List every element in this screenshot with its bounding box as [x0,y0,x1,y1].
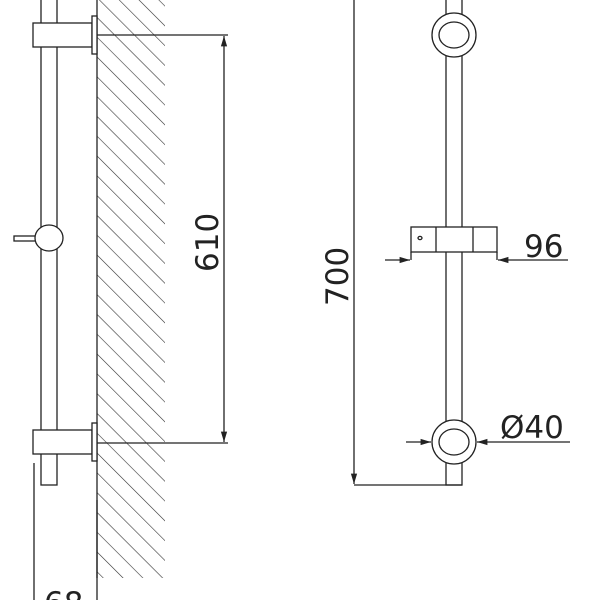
bottom-bracket-ring [431,419,477,465]
dimension-610-label: 610 [190,213,226,272]
bottom-bracket [32,422,98,462]
slider-knob [13,224,64,252]
dimension-68-label: 68 [44,586,83,600]
side-view: 610 68 [13,0,228,600]
dimension-diameter-40-label: Ø40 [500,410,564,446]
dimension-700: 700 [320,0,462,486]
dimension-610: 610 [97,34,228,444]
dimension-96: 96 [385,229,568,265]
top-bracket [32,15,98,55]
dimension-diameter-40: Ø40 [406,410,570,446]
front-view: 700 96 Ø40 [320,0,570,486]
dimension-96-label: 96 [524,229,563,265]
wall-hatch [97,0,165,578]
top-bracket-ring [431,12,477,58]
dimension-68: 68 [33,463,98,600]
dimension-700-label: 700 [320,247,356,306]
slider-body [410,226,498,253]
